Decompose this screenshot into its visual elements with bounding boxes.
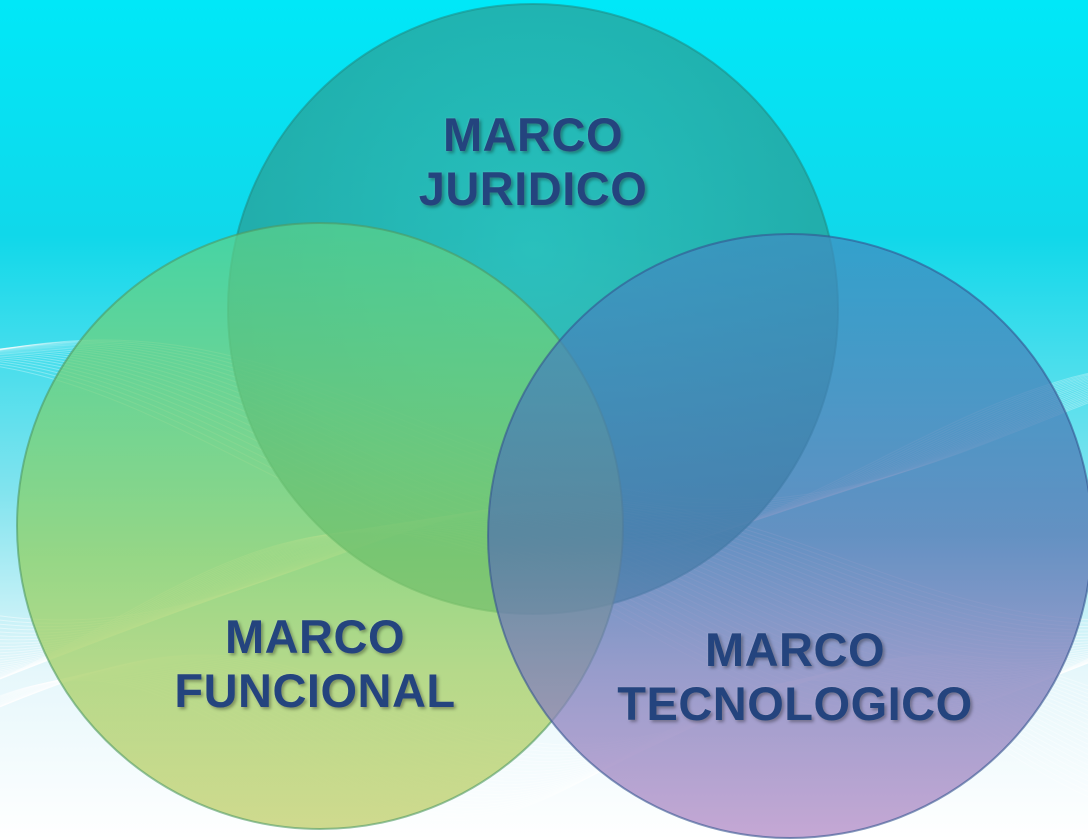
label-tecnologico-line2: TECNOLOGICO [617,677,973,730]
label-juridico-line2: JURIDICO [418,162,648,215]
label-juridico-line1: MARCO [442,108,624,161]
circle-marco-tecnologico [487,233,1088,839]
label-funcional-line2: FUNCIONAL [174,664,456,717]
label-tecnologico-line1: MARCO [704,623,886,676]
label-funcional-line1: MARCO [224,610,406,663]
label-marco-funcional: MARCO FUNCIONAL [160,610,470,718]
label-marco-juridico: MARCO JURIDICO [388,108,678,216]
label-marco-tecnologico: MARCO TECNOLOGICO [610,623,980,731]
